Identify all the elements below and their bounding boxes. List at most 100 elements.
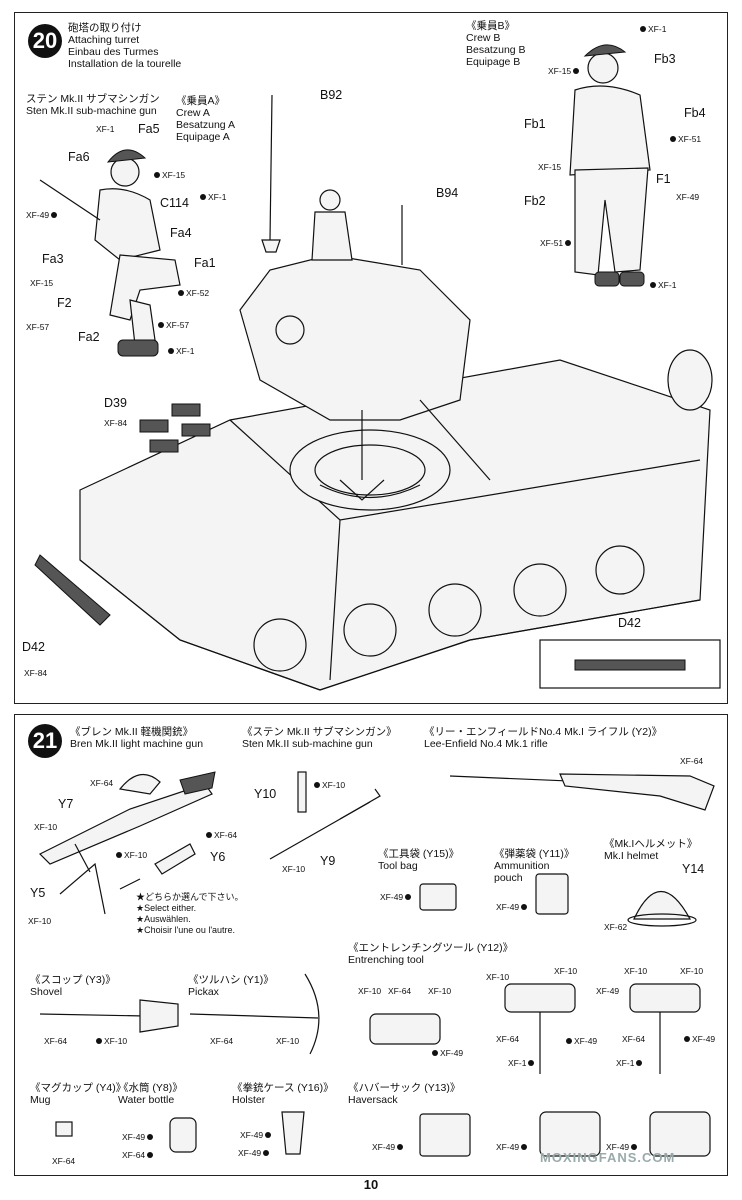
paint-callout: XF-57 (158, 320, 189, 330)
tool-bag-label: 《工具袋 (Y15)》 Tool bag (378, 848, 460, 872)
select-note: ★どちらか選んで下さい。 ★Select either. ★Auswählen.… (136, 892, 244, 935)
ammo-pouch-label: 《弾薬袋 (Y11)》 Ammunition pouch (494, 848, 575, 884)
paint-callout: XF-84 (24, 668, 48, 678)
paint-callout: XF-52 (178, 288, 209, 298)
paint-callout: XF-57 (26, 322, 50, 332)
part-label: B94 (436, 186, 459, 200)
part-label: Y7 (58, 797, 74, 811)
paint-callout: XF-10 (116, 850, 147, 860)
paint-callout: XF-10 (28, 916, 52, 926)
part-label: Fa4 (170, 226, 192, 240)
paint-callout: XF-64 (206, 830, 237, 840)
paint-callout: XF-49 (676, 192, 700, 202)
paint-callout: XF-10 (358, 986, 382, 996)
part-label: Fb2 (524, 194, 546, 208)
paint-callout: XF-1 (168, 346, 194, 356)
paint-callout: XF-10 (282, 864, 306, 874)
bottle-label: 《水筒 (Y8)》 Water bottle (118, 1082, 183, 1106)
paint-callout: XF-49 (496, 902, 528, 912)
part-label: Fa3 (42, 252, 64, 266)
track-links (139, 403, 211, 453)
paint-callout: XF-15 (30, 278, 54, 288)
paint-callout: XF-15 (538, 162, 562, 172)
paint-callout: XF-64 (388, 986, 412, 996)
paint-callout: XF-1 (640, 24, 666, 34)
paint-callout: XF-49 (238, 1148, 270, 1158)
part-label: F2 (57, 296, 72, 310)
paint-callout: XF-10 (486, 972, 510, 982)
paint-callout: XF-64 (680, 756, 704, 766)
step-20-illustration (34, 44, 721, 691)
crew-b-figure (569, 44, 651, 287)
paint-callout: XF-64 (52, 1156, 76, 1166)
part-label: Fa1 (194, 256, 216, 270)
lee-enfield-label: 《リー・エンフィールドNo.4 Mk.I ライフル (Y2)》 Lee-Enfi… (424, 726, 663, 750)
paint-callout: XF-49 (432, 1048, 463, 1058)
part-label: Y10 (254, 787, 277, 801)
helmet-label: 《Mk.Iヘルメット》 Mk.I helmet (604, 838, 698, 862)
paint-callout: XF-49 (596, 986, 620, 996)
sten-label: ステン Mk.II サブマシンガン Sten Mk.II sub-machine… (26, 93, 160, 117)
paint-callout: XF-49 (26, 210, 58, 220)
part-label: D42 (22, 640, 45, 654)
step-20-number: 20 (28, 24, 62, 58)
part-label: F1 (656, 172, 671, 186)
paint-callout: XF-51 (540, 238, 572, 248)
part-label: Fb4 (684, 106, 706, 120)
paint-callout: XF-1 (96, 124, 115, 134)
paint-callout: XF-10 (680, 966, 704, 976)
part-label: Y6 (210, 850, 226, 864)
paint-callout: XF-10 (34, 822, 58, 832)
paint-callout: XF-49 (122, 1132, 154, 1142)
turret (239, 254, 491, 501)
step-20-title: 砲塔の取り付け Attaching turret Einbau des Turm… (68, 22, 182, 70)
crew-a-label: 《乗員A》 Crew A Besatzung A Equipage A (176, 95, 235, 143)
paint-callout: XF-64 (122, 1150, 154, 1160)
paint-callout: XF-49 (240, 1130, 272, 1140)
paint-callout: XF-15 (548, 66, 580, 76)
bren-label: 《ブレン Mk.II 軽機関銃》 Bren Mk.II light machin… (70, 726, 204, 750)
bren-gun (38, 771, 216, 915)
paint-callout: XF-49 (684, 1034, 715, 1044)
crew-b-label: 《乗員B》 Crew B Besatzung B Equipage B (466, 20, 526, 68)
part-label: B92 (320, 88, 343, 102)
paint-callout: XF-10 (624, 966, 648, 976)
step-21-illustration (38, 771, 715, 1157)
part-label: Y5 (30, 886, 46, 900)
paint-callout: XF-51 (670, 134, 701, 144)
paint-callout: XF-1 (650, 280, 676, 290)
paint-callout: XF-64 (44, 1036, 68, 1046)
sten-gun (269, 771, 381, 860)
lee-enfield-rifle (449, 773, 715, 811)
paint-callout: XF-84 (104, 418, 128, 428)
part-label: Y14 (682, 862, 705, 876)
part-label: C114 (160, 196, 189, 210)
paint-callout: XF-10 (276, 1036, 300, 1046)
haversack-label: 《ハバーサック (Y13)》 Haversack (348, 1082, 461, 1106)
part-label: D39 (104, 396, 127, 410)
paint-callout: XF-64 (496, 1034, 520, 1044)
paint-callout: XF-1 (616, 1058, 643, 1068)
step-20-panel (14, 12, 728, 704)
part-label: Fb3 (654, 52, 676, 66)
paint-callout: XF-10 (554, 966, 578, 976)
step-21-number: 21 (28, 724, 62, 758)
pickax-label: 《ツルハシ (Y1)》 Pickax (188, 974, 274, 998)
paint-callout: XF-10 (96, 1036, 127, 1046)
page-number: 10 (363, 1177, 379, 1192)
part-label: D42 (618, 616, 641, 630)
paint-callout: XF-15 (154, 170, 185, 180)
part-label: Fb1 (524, 117, 546, 131)
paint-callout: XF-1 (200, 192, 226, 202)
paint-callout: XF-64 (90, 778, 114, 788)
crew-a-figure (39, 149, 181, 357)
road-wheels (253, 545, 645, 672)
paint-callout: XF-10 (314, 780, 345, 790)
holster-label: 《拳銃ケース (Y16)》 Holster (232, 1082, 334, 1106)
paint-callout: XF-49 (380, 892, 412, 902)
tool-bag (419, 883, 457, 911)
part-label: Fa6 (68, 150, 90, 164)
mug-label: 《マグカップ (Y4)》 Mug (30, 1082, 127, 1106)
paint-callout: XF-62 (604, 922, 628, 932)
step-21-panel (14, 714, 728, 1176)
